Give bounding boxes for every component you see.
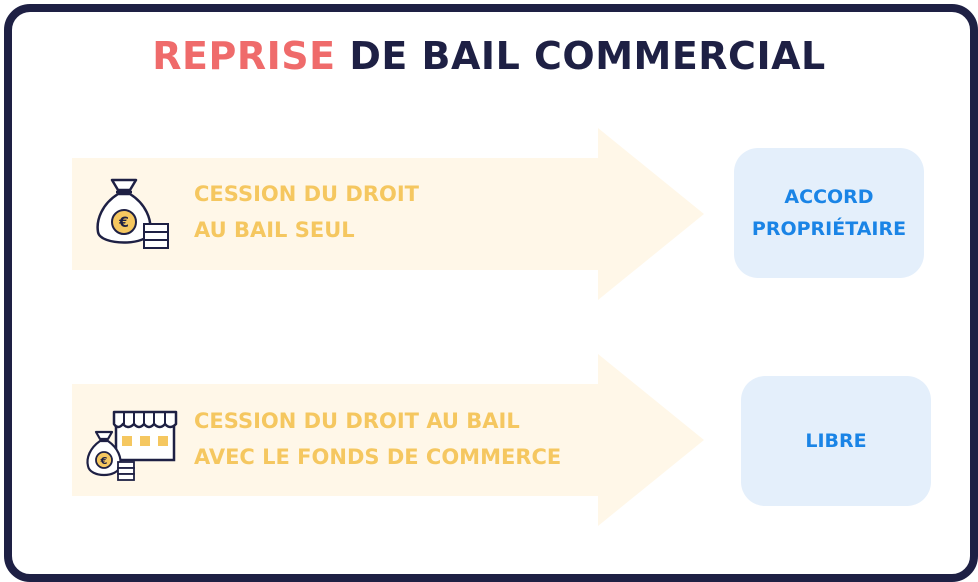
arrow-label-line: CESSION DU DROIT [194, 182, 420, 206]
result-box-row-2: LIBRE [741, 376, 931, 506]
result-line: PROPRIÉTAIRE [751, 218, 907, 240]
shop-money-bag-icon: € [84, 406, 180, 487]
result-box-row-1: ACCORD PROPRIÉTAIRE [734, 148, 924, 278]
arrow-label-line: AVEC LE FONDS DE COMMERCE [194, 445, 562, 469]
arrow-label-row-1: CESSION DU DROIT AU BAIL SEUL [194, 176, 419, 248]
arrow-label-line: AU BAIL SEUL [194, 218, 355, 242]
arrow-row-1 [72, 128, 704, 300]
svg-text:€: € [100, 456, 108, 467]
page-title: REPRISE DE BAIL COMMERCIAL [0, 34, 978, 78]
svg-text:€: € [118, 215, 129, 231]
arrow-label-row-2: CESSION DU DROIT AU BAIL AVEC LE FONDS D… [194, 403, 561, 475]
arrow-row-2 [72, 354, 704, 526]
title-accent: REPRISE [152, 34, 336, 78]
result-line: LIBRE [805, 430, 867, 452]
arrow-label-line: CESSION DU DROIT AU BAIL [194, 409, 520, 433]
title-rest: DE BAIL COMMERCIAL [349, 34, 826, 78]
result-line: ACCORD [784, 186, 874, 208]
money-bag-euro-icon: € [94, 176, 172, 257]
